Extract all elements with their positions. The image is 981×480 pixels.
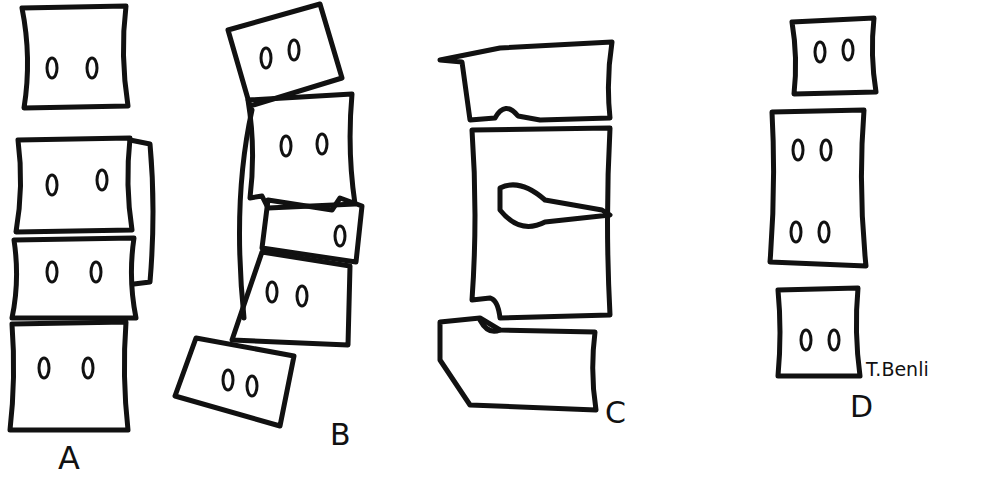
panel-letter: D <box>850 392 873 422</box>
panel-letter: C <box>605 398 626 428</box>
author-signature: T.Benli <box>866 360 929 379</box>
panel-letter: A <box>58 442 80 474</box>
panel-letter: B <box>330 420 351 450</box>
